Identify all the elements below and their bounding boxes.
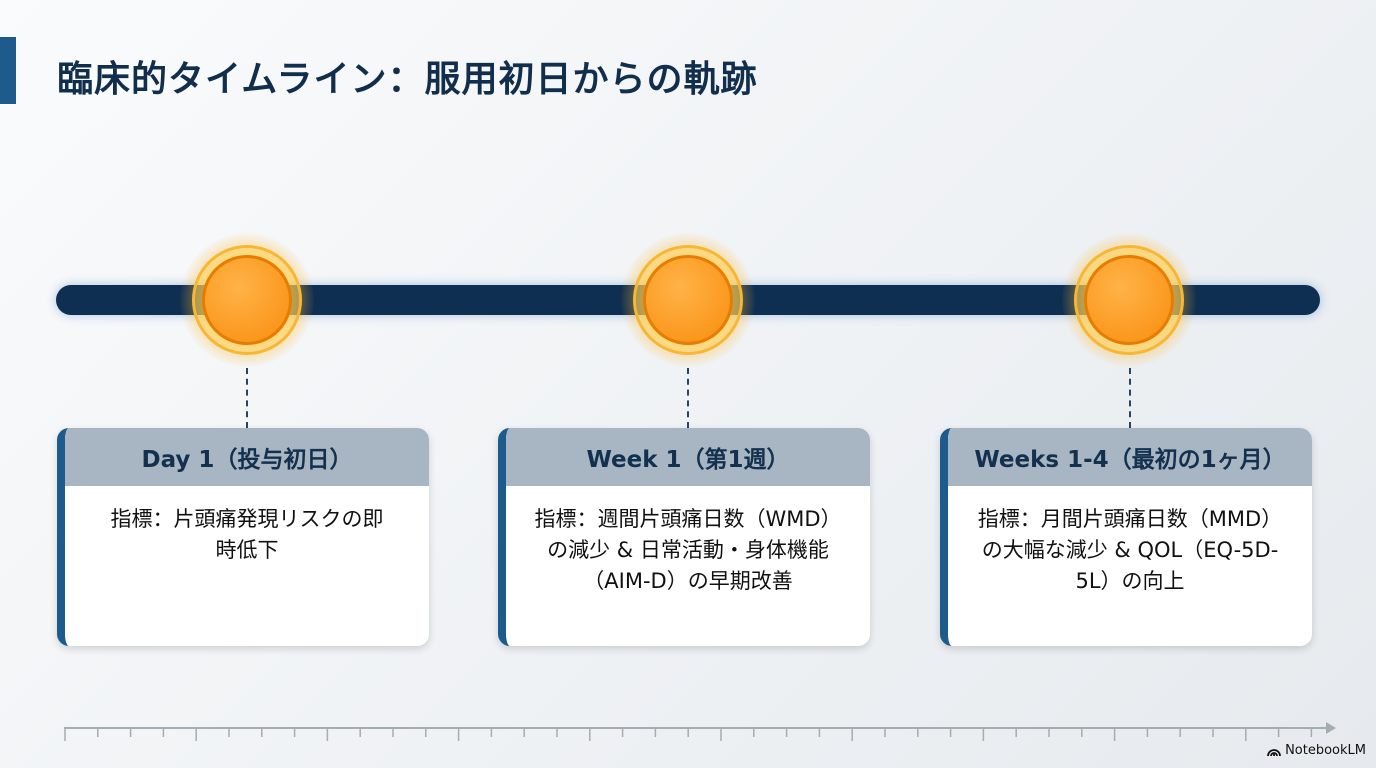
brand-logo: NotebookLM	[1267, 743, 1366, 758]
brand-name: NotebookLM	[1285, 743, 1366, 758]
card-heading: Week 1（第1週）	[506, 428, 870, 486]
page-title: 臨床的タイムライン：服用初日からの軌跡	[57, 59, 758, 100]
card-body: 指標：月間片頭痛日数（MMD）の大幅な減少 & QOL（EQ-5D-5L）の向上	[977, 507, 1283, 593]
milestone-card-2: Week 1（第1週） 指標：週間片頭痛日数（WMD）の減少 & 日常活動・身体…	[498, 428, 870, 646]
connector-2	[687, 368, 689, 428]
milestone-node-2	[621, 233, 755, 367]
title-accent-bar	[0, 37, 16, 104]
card-body: 指標：片頭痛発現リスクの即時低下	[110, 507, 384, 562]
milestone-node-3	[1062, 233, 1196, 367]
milestone-card-1: Day 1（投与初日） 指標：片頭痛発現リスクの即時低下	[57, 428, 429, 646]
milestone-card-3: Weeks 1-4（最初の1ヶ月） 指標：月間片頭痛日数（MMD）の大幅な減少 …	[940, 428, 1312, 646]
connector-3	[1129, 368, 1131, 428]
connector-1	[246, 368, 248, 428]
card-heading: Day 1（投与初日）	[65, 428, 429, 486]
card-heading: Weeks 1-4（最初の1ヶ月）	[948, 428, 1312, 486]
card-body: 指標：週間片頭痛日数（WMD）の減少 & 日常活動・身体機能（AIM-D）の早期…	[534, 507, 842, 593]
notebooklm-icon	[1267, 748, 1281, 756]
milestone-node-1	[180, 233, 314, 367]
axis-arrow-icon	[1326, 722, 1336, 734]
